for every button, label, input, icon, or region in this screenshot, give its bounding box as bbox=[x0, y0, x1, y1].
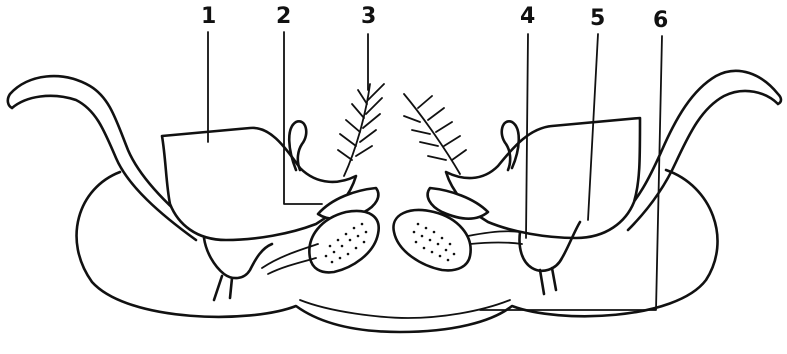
right-feather bbox=[404, 94, 466, 174]
right-stippled-lobe bbox=[393, 210, 470, 270]
left-feather bbox=[338, 84, 384, 176]
right-plate bbox=[446, 118, 640, 238]
label-2: 2 bbox=[276, 6, 291, 28]
label-3: 3 bbox=[361, 6, 376, 28]
label-4: 4 bbox=[520, 6, 535, 28]
left-claw bbox=[204, 238, 272, 300]
label-6: 6 bbox=[653, 10, 668, 32]
right-connector bbox=[468, 231, 522, 244]
label-5: 5 bbox=[590, 8, 605, 30]
inner-lower-loop bbox=[300, 300, 510, 318]
label-1: 1 bbox=[201, 6, 216, 28]
